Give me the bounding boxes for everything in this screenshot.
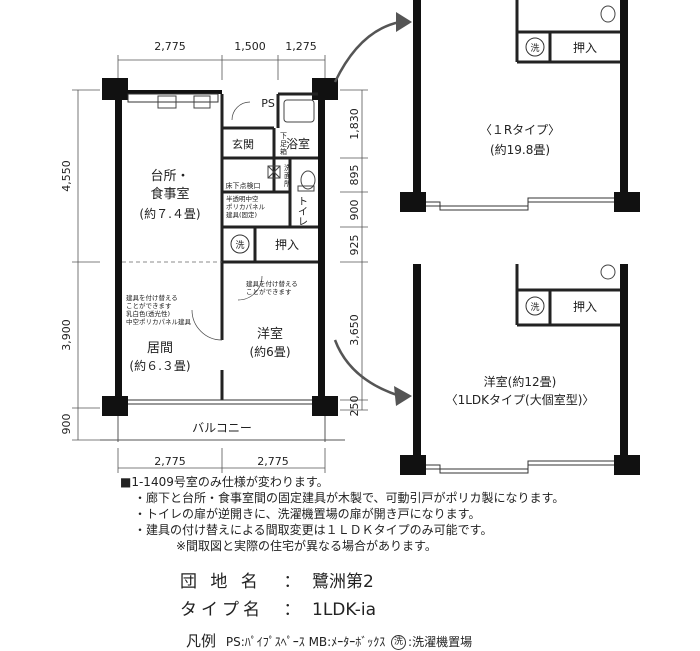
transition-arrows xyxy=(333,12,412,406)
note-item: ・建具の付け替えによる間取変更は１ＬＤＫタイプのみ可能です。 xyxy=(134,523,493,537)
toilet-label: トイレ xyxy=(298,197,308,228)
legend-title: 凡例 xyxy=(186,632,217,650)
living-fitting-note: 建具を付け替えることができます 乳白色(透光性)中空ポリカパネル建具 xyxy=(126,293,192,326)
dim-right-2: 895 xyxy=(348,165,361,186)
estate-label: 団 地 名 xyxy=(180,572,262,592)
dim-left-3: 900 xyxy=(60,414,73,435)
legend-mb: MB:ﾒｰﾀｰﾎﾞｯｸｽ xyxy=(308,635,386,649)
dim-right-1: 1,830 xyxy=(348,108,361,140)
alt1-title: 〈１Rタイプ〉 xyxy=(480,123,560,137)
balcony-label: バルコニー xyxy=(192,421,252,435)
alt2-washer-symbol: 洗 xyxy=(530,301,539,313)
disclaimer: ※間取図と実際の住宅が異なる場合があります。 xyxy=(176,539,437,553)
oshiire-label: 押入 xyxy=(275,238,299,252)
estate-row: 団 地 名 ： 鷺洲第2 xyxy=(180,568,376,596)
type-label: タイプ名 xyxy=(180,600,264,620)
legend: 凡例 PS:ﾊﾟｲﾌﾟｽﾍﾟｰｽ MB:ﾒｰﾀｰﾎﾞｯｸｽ 洗:洗濯機置場 xyxy=(186,630,472,651)
type-colon: ： xyxy=(283,600,301,620)
dimension-labels: 2,775 1,500 1,275 2,775 2,775 4,550 3,90… xyxy=(60,40,361,468)
washer-legend-icon: 洗 xyxy=(391,635,407,650)
dim-bottom-2: 2,775 xyxy=(257,455,289,468)
kitchen-label-line1: 台所・ xyxy=(150,169,189,184)
legend-ps: PS:ﾊﾟｲﾌﾟｽﾍﾟｰｽ xyxy=(225,635,305,649)
western-fitting-note: 建具を付け替えることができます xyxy=(246,279,298,296)
kitchen-area: (約７.４畳) xyxy=(139,206,200,221)
dim-top-3: 1,275 xyxy=(285,40,317,53)
genkan-label: 玄関 xyxy=(232,137,254,151)
legend-washer: :洗濯機置場 xyxy=(408,635,473,649)
dim-top-2: 1,500 xyxy=(234,40,266,53)
kitchen-label-line2: 食事室 xyxy=(150,186,189,202)
estate-colon: ： xyxy=(283,572,301,592)
note-heading: ■1-1409号室のみ仕様が変わります。 xyxy=(120,475,329,489)
western-label: 洋室 xyxy=(257,326,283,342)
living-area: (約６.３畳) xyxy=(129,358,190,373)
western-area: (約6畳) xyxy=(250,344,291,359)
alt1-washer-symbol: 洗 xyxy=(530,42,539,54)
dim-right-5: 3,650 xyxy=(348,314,361,346)
dim-right-3: 900 xyxy=(348,200,361,221)
bath-label: 浴室 xyxy=(286,136,310,151)
alt2-title: 洋室(約12畳) xyxy=(484,374,557,389)
info-block: 団 地 名 ： 鷺洲第2 タイプ名 ： 1LDK-ia xyxy=(180,568,376,624)
washer-symbol: 洗 xyxy=(235,239,244,251)
alt-plan-1ldk: 洗 押入 洋室(約12畳) 〈1LDKタイプ(大個室型)〉 xyxy=(400,264,640,475)
main-plan xyxy=(100,78,345,442)
ps-label: PS xyxy=(261,97,275,110)
dim-right-4: 925 xyxy=(348,235,361,256)
alt2-area: 〈1LDKタイプ(大個室型)〉 xyxy=(446,392,595,407)
note-item: ・トイレの扉が逆開きに、洗濯機置場の扉が開き戸になります。 xyxy=(134,507,481,521)
living-label: 居間 xyxy=(147,341,173,356)
note-item: ・廊下と台所・食事室間の固定建具が木製で、可動引戸がポリカ製になります。 xyxy=(134,491,565,505)
dim-top-1: 2,775 xyxy=(154,40,186,53)
dim-left-1: 4,550 xyxy=(60,160,73,192)
dim-left-2: 3,900 xyxy=(60,319,73,351)
dim-right-6: 250 xyxy=(348,396,361,417)
dim-bottom-1: 2,775 xyxy=(154,455,186,468)
fixed-fitting-note: 半透明中空ポリカパネル建具(固定) xyxy=(226,194,266,219)
room-labels: 台所・ 食事室 (約７.４畳) 居間 (約６.３畳) 洋室 (約6畳) 玄関 浴… xyxy=(126,97,310,435)
shoebox-label: 下足箱 xyxy=(280,132,287,156)
alt1-oshiire: 押入 xyxy=(573,41,597,55)
alt2-oshiire: 押入 xyxy=(573,300,597,314)
floor-hatch-label: 床下点検口 xyxy=(226,181,261,190)
washroom-label: 洗面所 xyxy=(284,163,291,188)
notes-block: ■1-1409号室のみ仕様が変わります。 ・廊下と台所・食事室間の固定建具が木製… xyxy=(120,474,564,554)
type-value: 1LDK-ia xyxy=(312,600,377,620)
alt-plan-1r: 洗 押入 〈１Rタイプ〉 (約19.8畳) xyxy=(400,0,640,212)
alt1-area: (約19.8畳) xyxy=(490,142,550,157)
type-row: タイプ名 ： 1LDK-ia xyxy=(180,596,376,624)
dimension-lines xyxy=(72,55,368,473)
estate-value: 鷺洲第2 xyxy=(312,572,374,592)
